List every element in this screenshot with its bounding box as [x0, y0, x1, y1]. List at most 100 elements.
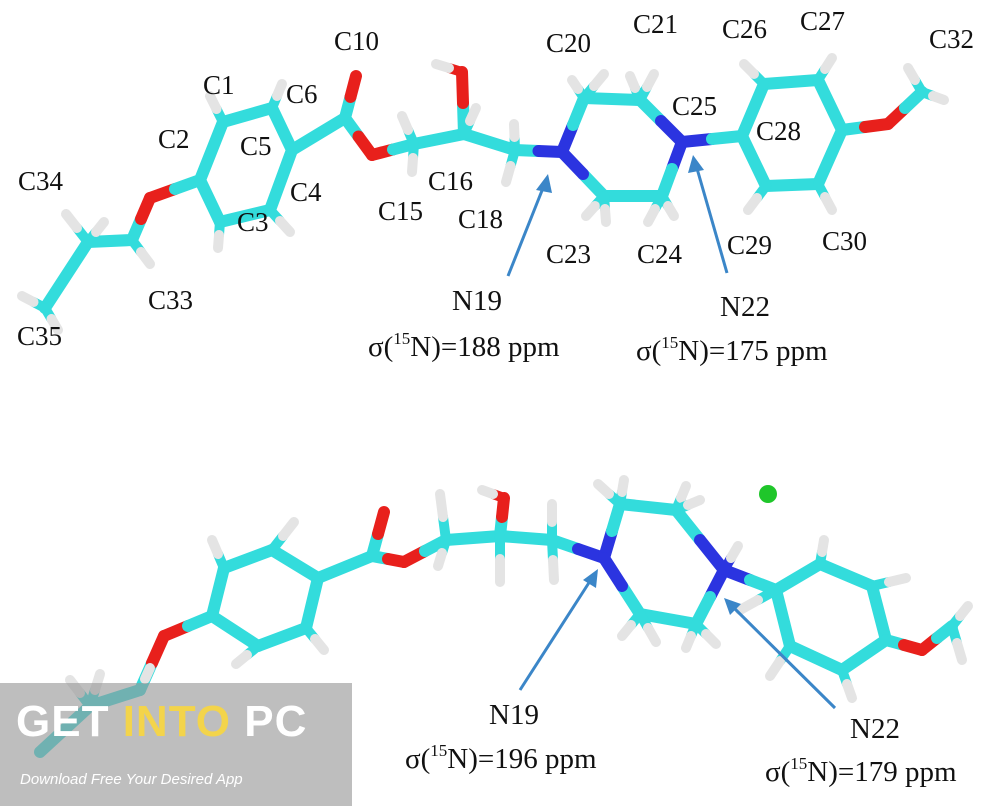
label-c35: C35 — [17, 321, 62, 351]
annotation-top-n22: N22 σ(15N)=175 ppm — [636, 291, 828, 367]
top-molecule-hydrogens — [17, 53, 949, 335]
bottom-bond-5 — [218, 544, 278, 574]
watermark-word-get: GET — [16, 697, 123, 746]
bottom-hydrogen-6 — [310, 634, 329, 655]
annotation-bottom-n19-atom: N19 — [489, 699, 539, 731]
bottom-bond-30 — [770, 584, 796, 652]
bottom-bond-28 — [836, 634, 892, 676]
bottom-hydrogen-26 — [952, 638, 967, 665]
top-hydrogen-15 — [567, 75, 583, 94]
top-hydrogen-27 — [903, 63, 920, 85]
top-bond-11-b — [344, 70, 362, 103]
arrowhead-bottom-n19 — [583, 569, 598, 588]
annotation-bottom-n22-atom: N22 — [850, 713, 900, 745]
top-hydrogen-22 — [643, 204, 660, 227]
bottom-hydrogen-10 — [477, 485, 498, 499]
bottom-hydrogen-21 — [726, 541, 743, 563]
bottom-hydrogen-23 — [884, 573, 911, 587]
bottom-hydrogen-3 — [207, 535, 223, 559]
label-c26: C26 — [722, 14, 767, 44]
label-c5: C5 — [240, 131, 272, 161]
bottom-bond-4 — [206, 562, 230, 622]
top-hydrogen-16 — [589, 69, 609, 91]
arrowhead-top-n22 — [688, 155, 704, 173]
annotation-arrows — [506, 155, 837, 710]
bottom-hydrogen-14 — [617, 475, 629, 497]
bottom-bond-20-a — [670, 504, 706, 546]
bottom-bond-26 — [814, 558, 878, 592]
bottom-hydrogen-2 — [140, 663, 155, 684]
top-bond-14 — [408, 128, 470, 150]
top-hydrogen-3 — [91, 217, 109, 237]
bottom-bond-11-b — [372, 506, 390, 540]
top-hydrogen-2 — [61, 209, 82, 233]
annotation-bottom-n22: N22 σ(15N)=179 ppm — [765, 713, 957, 788]
label-c1: C1 — [203, 70, 235, 100]
bottom-molecule-hydrogens — [65, 475, 973, 711]
bottom-bond-29 — [784, 640, 848, 676]
top-bond-4 — [194, 116, 229, 186]
top-bond-5 — [217, 102, 278, 128]
bottom-hydrogen-18 — [643, 623, 661, 647]
label-c10: C10 — [334, 26, 379, 56]
label-c28: C28 — [756, 116, 801, 146]
top-bond-0 — [39, 236, 94, 314]
bottom-hydrogen-15 — [676, 481, 691, 503]
bottom-bond-25 — [770, 558, 826, 596]
annotation-top-n22-atom: N22 — [720, 291, 770, 323]
arrow-bottom-n22 — [730, 604, 837, 710]
bottom-bond-16 — [494, 530, 558, 546]
top-bond-8 — [214, 204, 276, 228]
bottom-bond-20-b — [694, 534, 730, 576]
bottom-bond-23-b — [598, 552, 628, 592]
bottom-bond-14 — [440, 530, 506, 546]
bottom-bond-10 — [312, 550, 378, 584]
top-hydrogen-9 — [397, 111, 413, 135]
label-c3: C3 — [237, 207, 269, 237]
top-hydrogen-14 — [501, 161, 516, 187]
bottom-bond-27 — [866, 580, 892, 646]
annotation-bottom-n19-sigma: σ(15N)=196 ppm — [405, 741, 597, 775]
label-c29: C29 — [727, 230, 772, 260]
label-c33: C33 — [148, 285, 193, 315]
bottom-bond-7 — [300, 572, 324, 634]
bottom-bond-19 — [614, 498, 682, 516]
bottom-bond-9 — [206, 610, 264, 652]
top-bond-27 — [812, 74, 848, 136]
watermark-word-into: INTO — [122, 697, 231, 746]
top-bond-15-b — [456, 66, 469, 109]
bottom-hydrogen-8 — [433, 548, 447, 571]
top-hydrogen-28 — [928, 91, 949, 105]
watermark-tagline: Download Free Your Desired App — [20, 771, 243, 788]
top-hydrogen-17 — [642, 69, 659, 92]
arrow-bottom-n19 — [518, 577, 594, 691]
label-c20: C20 — [546, 28, 591, 58]
label-c32: C32 — [929, 24, 974, 54]
top-hydrogen-26 — [743, 193, 762, 215]
bottom-hydrogen-5 — [231, 650, 252, 669]
annotation-top-n19: N19 σ(15N)=188 ppm — [368, 285, 560, 363]
top-bond-29 — [760, 178, 824, 192]
bottom-hydrogen-25 — [765, 656, 785, 681]
bottom-bond-22 — [634, 608, 702, 630]
top-hydrogen-10 — [407, 153, 418, 177]
bottom-hydrogen-19 — [701, 629, 721, 649]
top-hydrogen-23 — [739, 59, 759, 79]
label-c16: C16 — [428, 166, 473, 196]
top-bond-10 — [286, 112, 351, 156]
bottom-molecule-bonds — [34, 492, 958, 758]
top-hydrogen-1 — [46, 314, 63, 335]
top-hydrogen-11 — [465, 103, 481, 126]
bottom-hydrogen-16 — [683, 495, 705, 510]
top-bond-26 — [758, 74, 824, 90]
top-hydrogen-0 — [17, 291, 39, 307]
top-molecule-bonds — [39, 66, 928, 314]
watermark-overlay: GET INTO PC Download Free Your Desired A… — [0, 683, 352, 806]
label-c25: C25 — [672, 91, 717, 121]
bottom-hydrogen-17 — [617, 620, 636, 641]
annotation-bottom-n19: N19 σ(15N)=196 ppm — [405, 699, 597, 775]
top-hydrogen-4 — [136, 247, 155, 269]
annotation-top-n19-atom: N19 — [452, 285, 502, 317]
arrowhead-top-n19 — [536, 174, 552, 193]
